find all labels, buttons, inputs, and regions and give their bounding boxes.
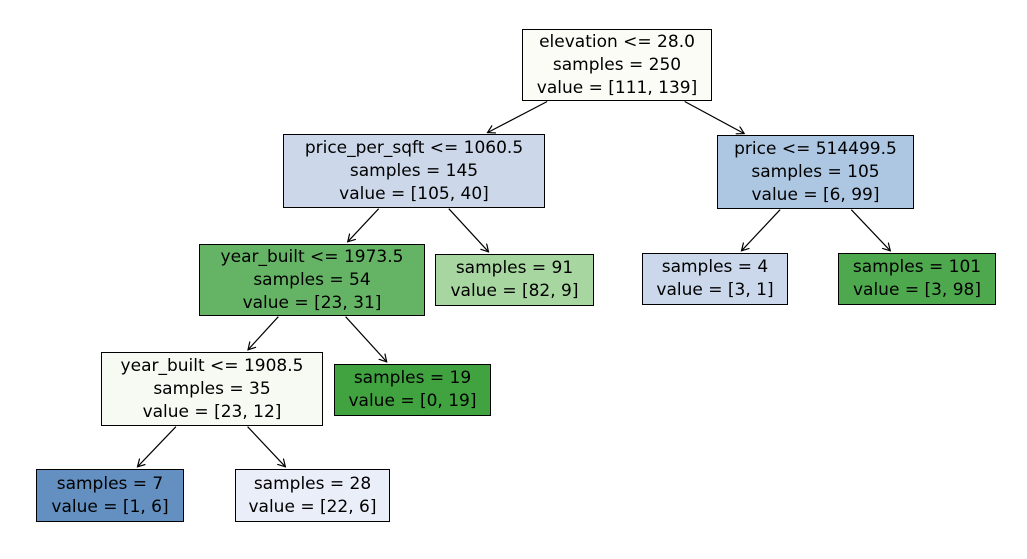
node-leaf_7-line-1: value = [1, 6]: [51, 496, 169, 517]
tree-edge-year_built_1908-to-leaf_7: [138, 426, 177, 467]
node-root-line-0: elevation <= 28.0: [539, 31, 695, 52]
tree-edge-price_per_sqft-to-year_built_1973: [348, 208, 380, 242]
node-year_built_1908-line-1: samples = 35: [153, 378, 271, 399]
node-leaf_91-line-1: value = [82, 9]: [450, 281, 579, 301]
node-price-line-0: price <= 514499.5: [734, 138, 897, 159]
tree-edge-year_built_1973-to-leaf_19: [345, 316, 387, 362]
node-leaf_4-line-0: samples = 4: [661, 257, 769, 277]
node-root-line-1: samples = 250: [552, 54, 682, 75]
tree-edge-price-to-leaf_101: [850, 209, 890, 251]
node-leaf_101-line-0: samples = 101: [852, 257, 982, 277]
node-leaf_28-line-0: samples = 28: [253, 473, 372, 494]
node-leaf_28-line-1: value = [22, 6]: [248, 496, 377, 517]
node-year_built_1908-line-0: year_built <= 1908.5: [120, 355, 304, 376]
node-price_per_sqft-line-0: price_per_sqft <= 1060.5: [304, 137, 524, 158]
tree-node-leaf_91: samples = 91 value = [82, 9]: [435, 254, 594, 306]
tree-edge-price_per_sqft-to-leaf_91: [448, 208, 489, 252]
node-leaf_4-line-1: value = [3, 1]: [656, 280, 774, 300]
node-price-line-1: samples = 105: [751, 161, 880, 182]
node-leaf_101-line-1: value = [3, 98]: [852, 280, 981, 300]
tree-edge-root-to-price: [684, 100, 745, 134]
node-year_built_1973-line-1: samples = 54: [253, 269, 371, 290]
node-leaf_7-line-0: samples = 7: [56, 473, 164, 494]
tree-edge-year_built_1973-to-year_built_1908: [248, 316, 279, 350]
node-leaf_91-line-0: samples = 91: [455, 258, 574, 278]
tree-edge-year_built_1908-to-leaf_28: [247, 426, 286, 467]
node-root-line-2: value = [111, 139]: [536, 77, 698, 98]
tree-node-leaf_101: samples = 101 value = [3, 98]: [838, 253, 996, 305]
tree-edge-root-to-price_per_sqft: [488, 100, 548, 133]
tree-edge-group: [138, 100, 891, 467]
node-year_built_1908-line-2: value = [23, 12]: [142, 401, 282, 422]
node-leaf_19-line-0: samples = 19: [353, 368, 472, 388]
tree-node-leaf_19: samples = 19 value = [0, 19]: [334, 364, 491, 416]
node-year_built_1973-line-0: year_built <= 1973.5: [220, 246, 404, 267]
node-leaf_19-line-1: value = [0, 19]: [348, 391, 477, 411]
node-year_built_1973-line-2: value = [23, 31]: [242, 292, 382, 313]
tree-node-leaf_4: samples = 4 value = [3, 1]: [642, 253, 788, 305]
node-price_per_sqft-line-2: value = [105, 40]: [339, 183, 489, 204]
node-price_per_sqft-line-1: samples = 145: [349, 160, 479, 181]
node-price-line-2: value = [6, 99]: [751, 184, 880, 205]
tree-edge-price-to-leaf_4: [742, 209, 781, 251]
